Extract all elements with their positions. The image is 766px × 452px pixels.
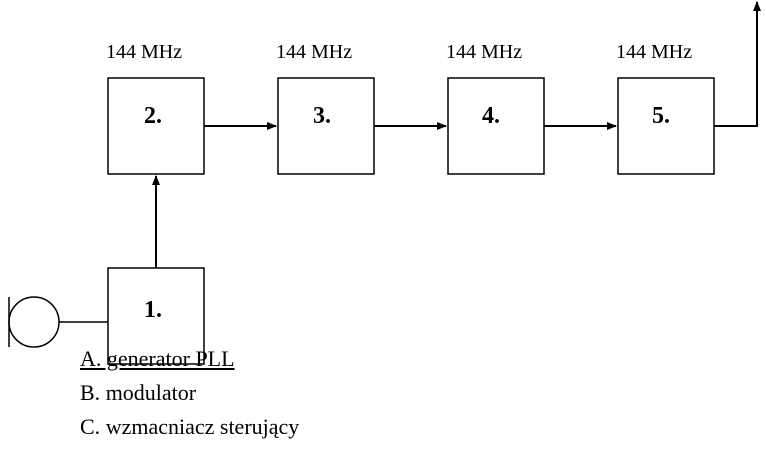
block-4-label: 4. bbox=[482, 103, 500, 129]
block-5 bbox=[617, 77, 715, 175]
option-b-text: modulator bbox=[100, 380, 197, 405]
block-2 bbox=[107, 77, 205, 175]
option-b-letter: B. bbox=[80, 380, 101, 405]
block-3-label: 3. bbox=[313, 103, 331, 129]
option-a: A. generator PLL bbox=[80, 342, 299, 376]
block-2-label: 2. bbox=[144, 103, 162, 129]
block-5-label: 5. bbox=[652, 103, 670, 129]
block-3-frequency: 144 MHz bbox=[276, 41, 353, 63]
block-4 bbox=[447, 77, 545, 175]
microphone-icon bbox=[8, 296, 60, 348]
option-c-text: wzmacniacz sterujący bbox=[100, 414, 300, 439]
block-4-frequency: 144 MHz bbox=[446, 41, 523, 63]
answer-options: A. generator PLL B. modulator C. wzmacni… bbox=[80, 342, 299, 444]
option-a-text: generator PLL bbox=[101, 346, 235, 371]
block-5-frequency: 144 MHz bbox=[616, 41, 693, 63]
block-1-label: 1. bbox=[144, 297, 162, 323]
option-a-letter: A. bbox=[80, 346, 102, 371]
block-2-frequency: 144 MHz bbox=[106, 41, 183, 63]
output-antenna-line bbox=[714, 1, 761, 127]
option-b: B. modulator bbox=[80, 376, 299, 410]
option-c: C. wzmacniacz sterujący bbox=[80, 410, 299, 444]
option-c-letter: C. bbox=[80, 414, 101, 439]
